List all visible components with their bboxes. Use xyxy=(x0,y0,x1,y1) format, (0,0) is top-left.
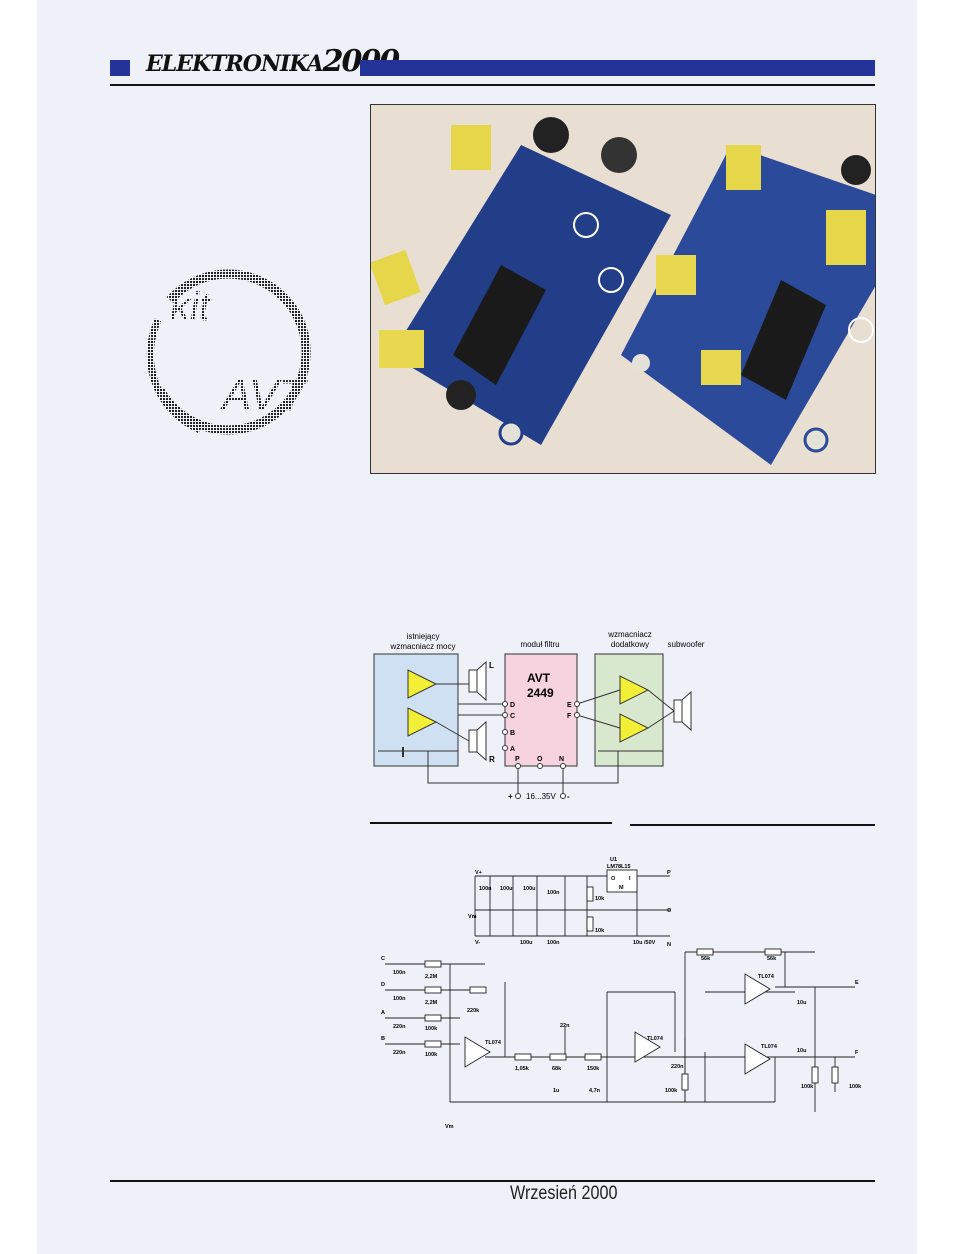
pin-p: P xyxy=(515,756,520,763)
c15-value: 4,7n xyxy=(589,1088,601,1094)
c8-value: 100n xyxy=(547,940,560,946)
supply-voltage: 16...35V xyxy=(526,792,556,801)
supply-plus: + xyxy=(508,792,513,801)
r7-value: 100k xyxy=(425,1026,438,1032)
pin-c: C xyxy=(510,713,515,720)
r11-value: 150k xyxy=(587,1066,600,1072)
label-extra-amp-2: dodatkowy xyxy=(611,640,649,649)
header-rule xyxy=(110,84,875,86)
pin-a: A xyxy=(510,746,515,753)
label-filter-module: moduł filtru xyxy=(520,640,559,649)
header-bar xyxy=(360,60,875,76)
rail-vminus: V- xyxy=(475,940,480,946)
c14-value: 22n xyxy=(560,1023,570,1029)
r4-value: 10k xyxy=(595,928,605,934)
c10-value: 10u xyxy=(797,1000,806,1006)
rail-vplus: V+ xyxy=(475,870,482,876)
in-d: D xyxy=(381,982,385,988)
header-square xyxy=(110,60,130,76)
avt-text: AVT xyxy=(219,371,308,420)
pin-b: B xyxy=(510,730,515,737)
label-existing-amp-1: istniejący xyxy=(407,632,440,641)
module-name: AVT xyxy=(527,671,551,685)
block-diagram: istniejący wzmacniacz mocy moduł filtru … xyxy=(373,630,705,801)
out-p: P xyxy=(667,870,671,876)
u2b-label: TL074 xyxy=(647,1036,664,1042)
r12-value: 100k xyxy=(665,1088,678,1094)
pr1-value: 220k xyxy=(467,1008,480,1014)
label-existing-amp-2: wzmacniacz mocy xyxy=(390,642,456,651)
out-f: F xyxy=(855,1050,859,1056)
out-e: E xyxy=(855,980,859,986)
r3-value: 2,2M xyxy=(425,1000,438,1006)
rail-vm-top: Vm xyxy=(468,914,477,920)
caption-rule-right xyxy=(630,824,875,826)
in-b: B xyxy=(381,1036,385,1042)
pin-d: D xyxy=(510,702,515,709)
r9-value: 1,05k xyxy=(515,1066,530,1072)
speaker-l: L xyxy=(489,661,494,670)
pin-o: O xyxy=(537,756,543,763)
caption-rule-left xyxy=(370,822,612,824)
u1-label: U1 xyxy=(610,857,617,863)
u1-pin-m: M xyxy=(619,885,624,891)
c3-value: 100u xyxy=(523,886,536,892)
in-c: C xyxy=(381,956,385,962)
speaker-r: R xyxy=(489,755,495,764)
c6-value: 100n xyxy=(393,996,406,1002)
footer-rule xyxy=(110,1180,875,1182)
u2c-label: TL074 xyxy=(758,974,775,980)
logo-word: ELEKTRONIKA xyxy=(146,51,324,77)
pin-n: N xyxy=(559,756,564,763)
r2-value: 2,2M xyxy=(425,974,438,980)
r14-value: 100k xyxy=(849,1084,862,1090)
u1-part: LM78L15 xyxy=(607,864,631,870)
c16-value: 220n xyxy=(671,1064,684,1070)
in-a: A xyxy=(381,1010,385,1016)
pcb-photo xyxy=(370,104,876,474)
r10-value: 68k xyxy=(552,1066,562,1072)
c11-value: 220n xyxy=(393,1024,406,1030)
c9-value: 10u /50V xyxy=(633,940,656,946)
u2a-label: TL074 xyxy=(485,1040,502,1046)
c17-value: 10u xyxy=(797,1048,806,1054)
r5-value: 56k xyxy=(701,956,711,962)
u1-pin-i: I xyxy=(629,876,631,882)
r8-value: 100k xyxy=(425,1052,438,1058)
kit-text: kit xyxy=(170,285,212,329)
r1-value: 10k xyxy=(595,896,605,902)
issue-date: Wrzesień 2000 xyxy=(510,1183,618,1204)
c1-value: 100n xyxy=(479,886,492,892)
pin-e: E xyxy=(567,702,572,709)
u2d-label: TL074 xyxy=(761,1044,778,1050)
kit-avt-logo: kit AVT xyxy=(146,269,311,435)
r6-value: 56k xyxy=(767,956,777,962)
c7-value: 100u xyxy=(520,940,533,946)
u1-pin-o: O xyxy=(611,876,616,882)
r13-value: 100k xyxy=(801,1084,814,1090)
c12-value: 220n xyxy=(393,1050,406,1056)
rail-vm-bottom: Vm xyxy=(445,1124,454,1130)
circuit-schematic: V+ V- Vm Vm U1 LM78L15 O I M P O N E F C… xyxy=(381,857,862,1130)
out-n: N xyxy=(667,942,671,948)
label-subwoofer: subwoofer xyxy=(668,640,705,649)
c13-value: 1u xyxy=(553,1088,559,1094)
module-number: 2449 xyxy=(527,686,554,700)
label-extra-amp-1: wzmacniacz xyxy=(607,630,652,639)
supply-minus: - xyxy=(567,792,570,801)
pin-f: F xyxy=(567,713,572,720)
c2-value: 100u xyxy=(500,886,513,892)
out-o: O xyxy=(667,908,672,914)
c4-value: 100n xyxy=(547,890,560,896)
c5-value: 100n xyxy=(393,970,406,976)
